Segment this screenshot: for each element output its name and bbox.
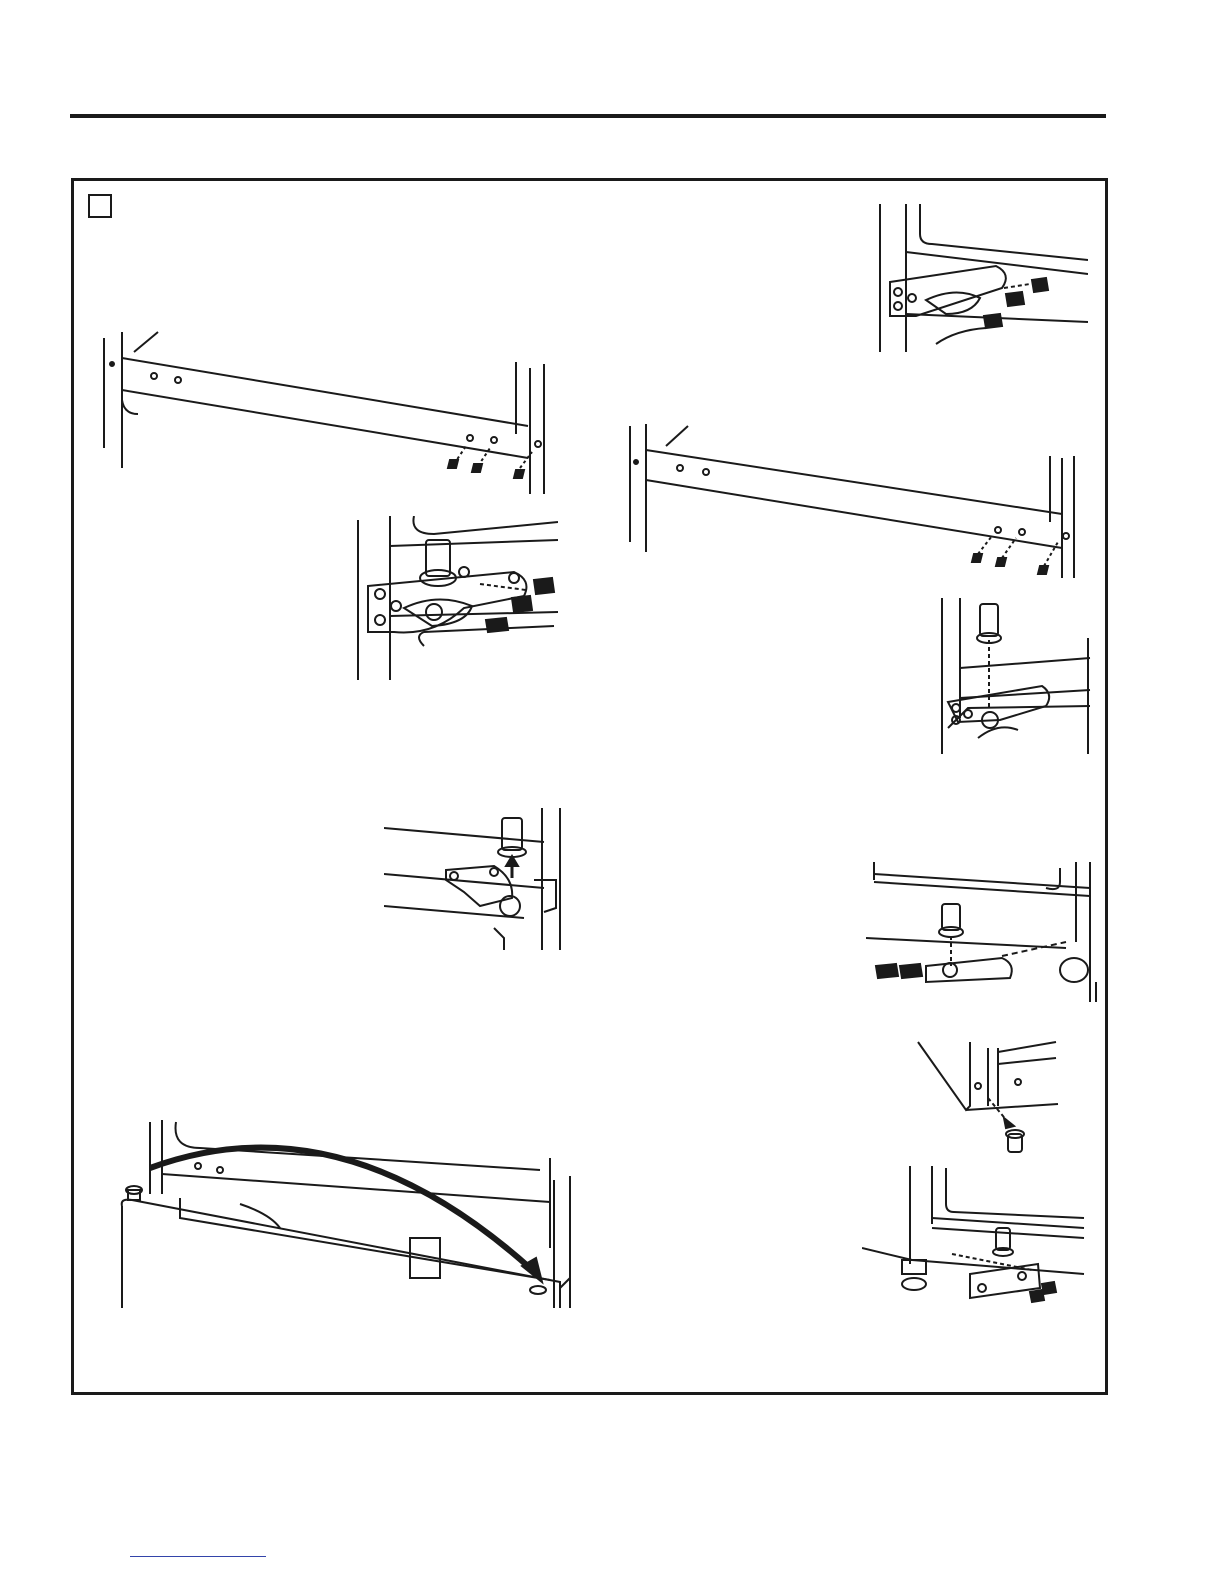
fig-plug-removal xyxy=(916,1040,1066,1160)
fig-leveling-hinge xyxy=(862,1164,1088,1304)
header-rule xyxy=(70,114,1106,118)
fig-hinge-pin-up xyxy=(384,808,564,950)
fig-top-panel-left xyxy=(98,328,554,494)
fig-top-panel-right xyxy=(626,422,1078,578)
fig-bottom-hinge-screws xyxy=(866,862,1098,1006)
fig-upper-hinge-screws-small xyxy=(876,204,1088,352)
fig-hinge-pin-right xyxy=(938,598,1094,754)
fig-center-hinge-large xyxy=(354,516,558,680)
fig-door-swap xyxy=(110,1118,576,1308)
footer-link-underline[interactable] xyxy=(130,1556,266,1557)
step-checkbox[interactable] xyxy=(88,194,112,218)
